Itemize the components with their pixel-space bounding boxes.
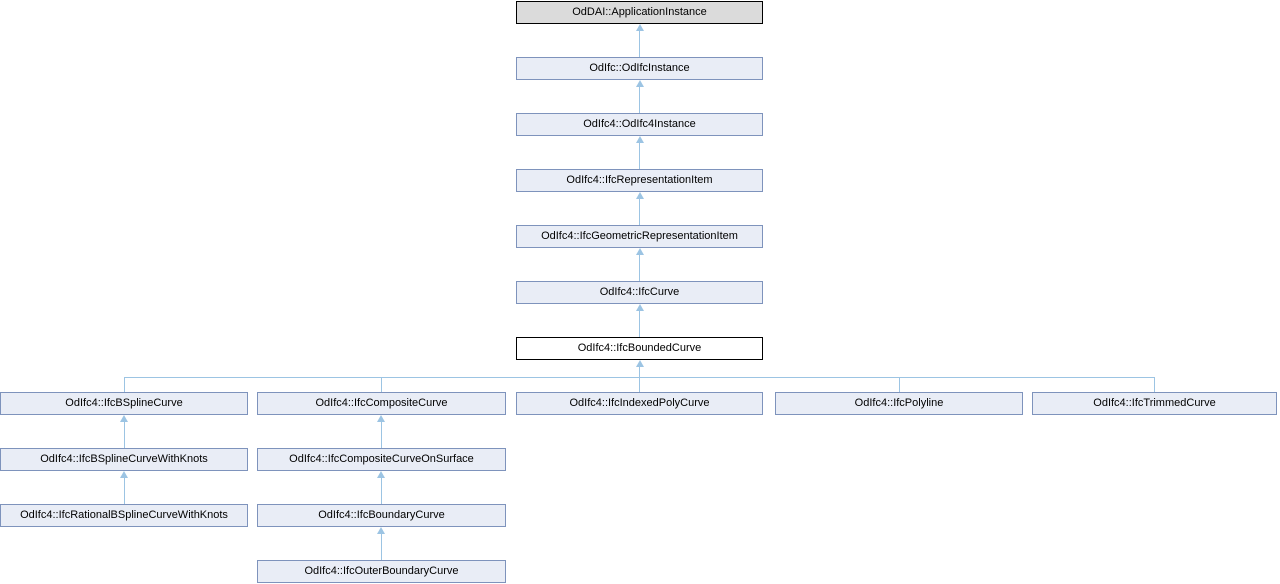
node-ifcboundedcurve: OdIfc4::IfcBoundedCurve bbox=[516, 337, 763, 360]
inheritance-edge bbox=[899, 378, 900, 392]
inheritance-arrowhead-icon bbox=[120, 471, 128, 478]
inheritance-edge bbox=[639, 31, 640, 57]
inheritance-arrowhead-icon bbox=[636, 80, 644, 87]
node-ifccompositecurveonsurface[interactable]: OdIfc4::IfcCompositeCurveOnSurface bbox=[257, 448, 506, 471]
node-ifctrimmedcurve[interactable]: OdIfc4::IfcTrimmedCurve bbox=[1032, 392, 1277, 415]
inheritance-edge bbox=[639, 255, 640, 281]
inheritance-arrowhead-icon bbox=[636, 136, 644, 143]
inheritance-bus-line bbox=[124, 377, 1155, 378]
node-ifcrationalbsplinecurvewithknots[interactable]: OdIfc4::IfcRationalBSplineCurveWithKnots bbox=[0, 504, 248, 527]
inheritance-arrowhead-icon bbox=[636, 360, 644, 367]
node-ifcrepresentationitem[interactable]: OdIfc4::IfcRepresentationItem bbox=[516, 169, 763, 192]
inheritance-arrowhead-icon bbox=[377, 527, 385, 534]
inheritance-edge bbox=[639, 87, 640, 113]
inheritance-edge bbox=[639, 143, 640, 169]
inheritance-edge bbox=[639, 367, 640, 377]
inheritance-edge bbox=[381, 478, 382, 504]
inheritance-edge bbox=[381, 378, 382, 392]
node-ifcindexedpolycurve[interactable]: OdIfc4::IfcIndexedPolyCurve bbox=[516, 392, 763, 415]
inheritance-edge bbox=[381, 422, 382, 448]
node-ifccurve[interactable]: OdIfc4::IfcCurve bbox=[516, 281, 763, 304]
inheritance-edge bbox=[1154, 378, 1155, 392]
inheritance-edge bbox=[639, 199, 640, 225]
node-oddai-applicationinstance[interactable]: OdDAI::ApplicationInstance bbox=[516, 1, 763, 24]
inheritance-edge bbox=[124, 378, 125, 392]
inheritance-arrowhead-icon bbox=[377, 415, 385, 422]
node-ifcgeometricrepresentationitem[interactable]: OdIfc4::IfcGeometricRepresentationItem bbox=[516, 225, 763, 248]
inheritance-edge bbox=[639, 378, 640, 392]
node-ifcpolyline[interactable]: OdIfc4::IfcPolyline bbox=[775, 392, 1023, 415]
inheritance-edge bbox=[381, 534, 382, 560]
inheritance-arrowhead-icon bbox=[120, 415, 128, 422]
inheritance-arrowhead-icon bbox=[377, 471, 385, 478]
inheritance-edge bbox=[124, 478, 125, 504]
node-ifcbsplinecurve[interactable]: OdIfc4::IfcBSplineCurve bbox=[0, 392, 248, 415]
inheritance-arrowhead-icon bbox=[636, 24, 644, 31]
inheritance-edge bbox=[639, 311, 640, 337]
node-ifcbsplinecurvewithknots[interactable]: OdIfc4::IfcBSplineCurveWithKnots bbox=[0, 448, 248, 471]
node-ifcouterboundarycurve[interactable]: OdIfc4::IfcOuterBoundaryCurve bbox=[257, 560, 506, 583]
inheritance-arrowhead-icon bbox=[636, 192, 644, 199]
inheritance-arrowhead-icon bbox=[636, 304, 644, 311]
inheritance-arrowhead-icon bbox=[636, 248, 644, 255]
node-ifccompositecurve[interactable]: OdIfc4::IfcCompositeCurve bbox=[257, 392, 506, 415]
inheritance-edge bbox=[124, 422, 125, 448]
node-ifcboundarycurve[interactable]: OdIfc4::IfcBoundaryCurve bbox=[257, 504, 506, 527]
node-odifc-odifcinstance[interactable]: OdIfc::OdIfcInstance bbox=[516, 57, 763, 80]
node-odifc4-odifc4instance[interactable]: OdIfc4::OdIfc4Instance bbox=[516, 113, 763, 136]
